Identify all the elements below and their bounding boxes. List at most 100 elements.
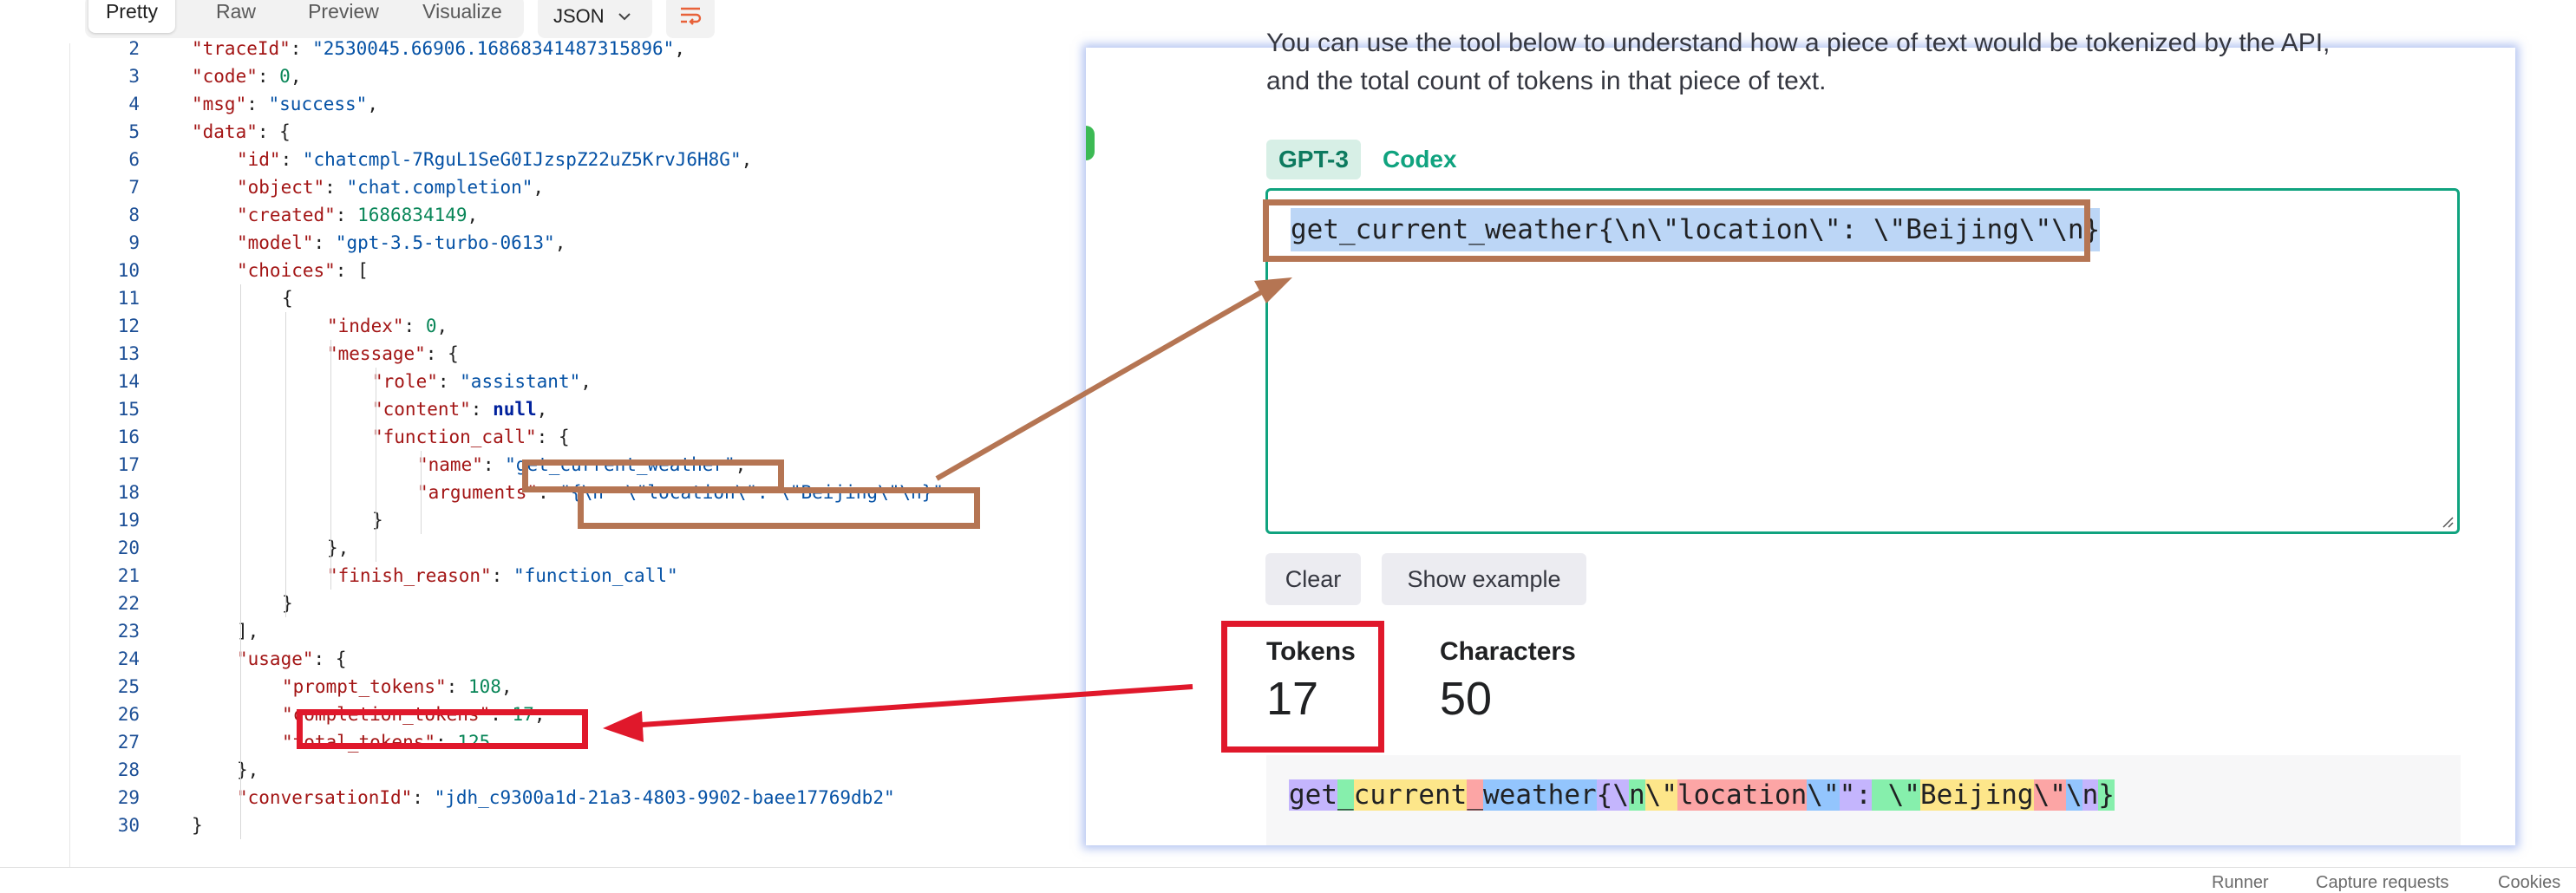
tab-preview[interactable]: Preview (308, 0, 379, 23)
response-toolbar: Pretty Raw Preview Visualize JSON (0, 0, 1084, 52)
code-line: 11{ (70, 284, 1085, 312)
line-number: 16 (117, 427, 140, 447)
line-number: 23 (117, 621, 140, 642)
code-line-text: "created": 1686834149, (237, 205, 479, 225)
code-line: 16 "function_call": { (70, 423, 1085, 451)
tab-visualize[interactable]: Visualize (422, 0, 502, 23)
floating-badge (1086, 126, 1095, 160)
line-number: 19 (117, 510, 140, 531)
show-example-button[interactable]: Show example (1382, 553, 1586, 605)
cookies-link[interactable]: Cookies (2498, 873, 2561, 892)
tab-pretty[interactable]: Pretty (88, 0, 175, 33)
token-chip: n (2082, 779, 2099, 811)
capture-requests-link[interactable]: Capture requests (2316, 873, 2449, 892)
code-line: 19} (70, 506, 1085, 534)
code-line: 7"object": "chat.completion", (70, 173, 1085, 201)
token-chip: get (1289, 779, 1337, 811)
annotation-box-completion-tokens (297, 709, 588, 749)
line-number: 25 (117, 676, 140, 697)
code-line-text: "model": "gpt-3.5-turbo-0613", (237, 232, 566, 253)
format-select-label: JSON (553, 5, 605, 27)
code-line: 30} (70, 812, 1085, 839)
resize-handle-icon[interactable] (2440, 514, 2454, 528)
tab-codex[interactable]: Codex (1383, 146, 1457, 173)
code-line: 2"traceId": "2530045.66906.1686834148731… (70, 35, 1085, 62)
code-line: 3"code": 0, (70, 62, 1085, 90)
tokenizer-input[interactable]: get_current_weather{\n\"location\": \"Be… (1265, 188, 2460, 534)
code-line: 15"content": null, (70, 395, 1085, 423)
code-line: 8 "created": 1686834149, (70, 201, 1085, 229)
view-mode-segmented-control: Pretty Raw Preview Visualize (85, 0, 524, 38)
code-line-text: "msg": "success", (192, 94, 378, 114)
line-number: 4 (128, 94, 140, 114)
code-line: 10"choices": [ (70, 257, 1085, 284)
code-line-text: "role": "assistant", (372, 371, 592, 392)
code-line-text: "data": { (192, 121, 291, 142)
code-line: 6"id": "chatcmpl-7RguL1SeG0IJzspZ22uZ5Kr… (70, 146, 1085, 173)
line-number: 8 (128, 205, 140, 225)
wrap-lines-button[interactable] (666, 0, 715, 38)
clear-button[interactable]: Clear (1265, 553, 1361, 605)
token-chip: n (1628, 779, 1645, 811)
token-chip: _ (1337, 779, 1354, 811)
line-number: 27 (117, 732, 140, 753)
token-chip: weather (1483, 779, 1597, 811)
code-line-text: "message": { (327, 343, 459, 364)
code-line: 29"conversationId": "jdh_c9300a1d-21a3-4… (70, 784, 1085, 812)
tokens-count: 17 (1266, 673, 1319, 725)
tab-gpt3[interactable]: GPT-3 (1266, 140, 1361, 179)
code-line-text: "prompt_tokens": 108, (282, 676, 513, 697)
token-chip: _ (1467, 779, 1483, 811)
tab-raw[interactable]: Raw (215, 0, 256, 23)
token-chip: {\ (1596, 779, 1629, 811)
line-number: 18 (117, 482, 140, 503)
line-number: 9 (128, 232, 140, 253)
line-number: 3 (128, 66, 140, 87)
code-line-text: "total_tokens": 125 (282, 732, 491, 753)
line-number: 28 (117, 759, 140, 780)
code-line-text: "content": null, (372, 399, 548, 420)
code-line-text: "arguments": "{\n \"location\": \"Beijin… (417, 482, 944, 503)
format-select[interactable]: JSON (538, 0, 652, 38)
code-line: 18 "arguments": "{\n \"location\": \"Beij… (70, 479, 1085, 506)
line-number: 5 (128, 121, 140, 142)
token-chip: \" (1644, 779, 1677, 811)
code-line-text: { (282, 288, 293, 309)
wrap-lines-icon (678, 3, 703, 32)
code-line-text: "traceId": "2530045.66906.16868341487315… (192, 38, 685, 59)
code-line-text: "function_call": { (372, 427, 570, 447)
code-line: 4 "msg": "success", (70, 90, 1085, 118)
token-chip: \" (1807, 779, 1840, 811)
code-line: 13"message": { (70, 340, 1085, 368)
indent-guide (240, 284, 241, 839)
indent-guide (330, 340, 331, 590)
annotation-box-tokenizer-input (1263, 199, 2090, 262)
tokenizer-panel: You can use the tool below to understand… (1086, 29, 2515, 845)
annotation-box-tokens-count (1221, 621, 1384, 753)
token-chip: } (2098, 779, 2115, 811)
token-chip: current (1353, 779, 1468, 811)
indent-guide (421, 451, 422, 534)
line-number: 22 (117, 593, 140, 614)
code-line: 27 "total_tokens": 125 (70, 728, 1085, 756)
code-line-text: } (372, 510, 383, 531)
tokenizer-intro-line-1: You can use the tool below to understand… (1266, 29, 2331, 57)
code-line-text: } (282, 593, 293, 614)
runner-link[interactable]: Runner (2212, 873, 2269, 892)
token-chip: \" (1871, 779, 1920, 811)
code-line-text: "finish_reason": "function_call" (327, 565, 678, 586)
code-line: 21"finish_reason": "function_call" (70, 562, 1085, 590)
response-body-viewer[interactable]: 2"traceId": "2530045.66906.1686834148731… (69, 38, 1085, 867)
status-bar: Runner Capture requests Cookies (0, 867, 2576, 892)
code-line: 24"usage": { (70, 645, 1085, 673)
code-line: 20}, (70, 534, 1085, 562)
line-number: 20 (117, 538, 140, 558)
code-line-text: "choices": [ (237, 260, 369, 281)
code-line-text: "object": "chat.completion", (237, 177, 545, 198)
code-line-text: "index": 0, (327, 316, 448, 336)
line-number: 12 (117, 316, 140, 336)
token-chip: Beijing (1919, 779, 2034, 811)
token-visualization: get_current_weather{\n\"location\"": \"B… (1266, 755, 2461, 845)
annotation-box-arguments-value (578, 487, 980, 529)
line-number: 29 (117, 787, 140, 808)
